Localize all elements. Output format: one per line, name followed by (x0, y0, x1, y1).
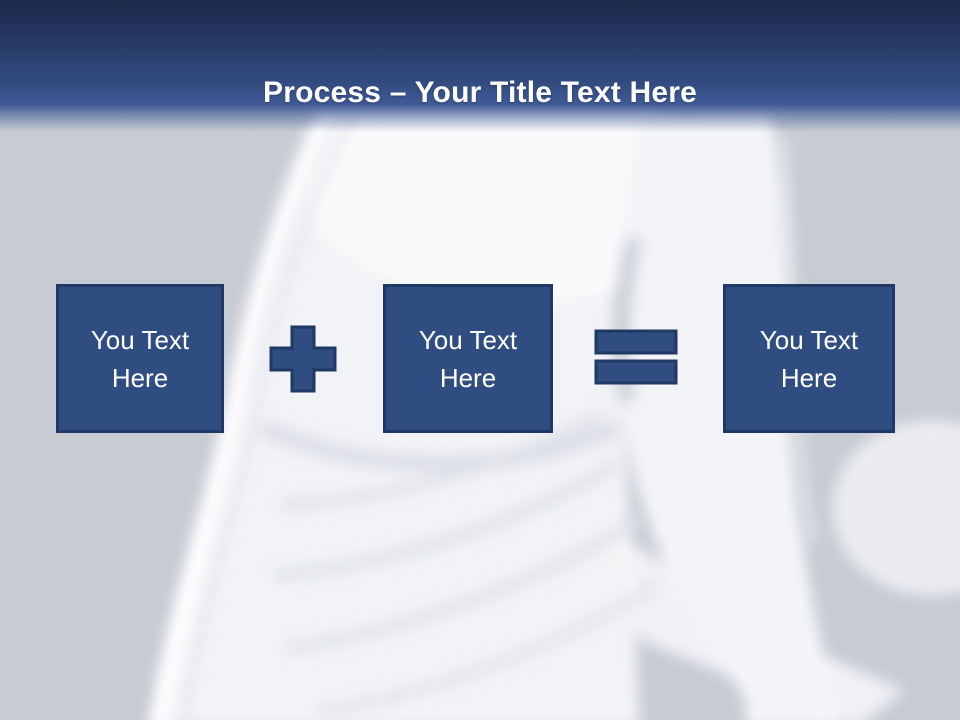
process-box-1-label: You Text Here (90, 324, 190, 393)
plus-icon (269, 325, 337, 393)
equals-icon (594, 329, 678, 385)
process-box-3-label: You Text Here (759, 324, 859, 393)
process-box-1[interactable]: You Text Here (56, 284, 224, 433)
process-box-2[interactable]: You Text Here (383, 284, 553, 433)
process-box-2-label: You Text Here (418, 324, 518, 393)
slide-title-separator: – (389, 76, 407, 110)
slide-title: Process – Your Title Text Here (0, 76, 960, 110)
slide-title-text: Your Title Text Here (414, 76, 697, 110)
title-bar: Process – Your Title Text Here (0, 0, 960, 132)
slide-title-keyword: Process (262, 76, 382, 110)
process-box-3[interactable]: You Text Here (723, 284, 895, 433)
